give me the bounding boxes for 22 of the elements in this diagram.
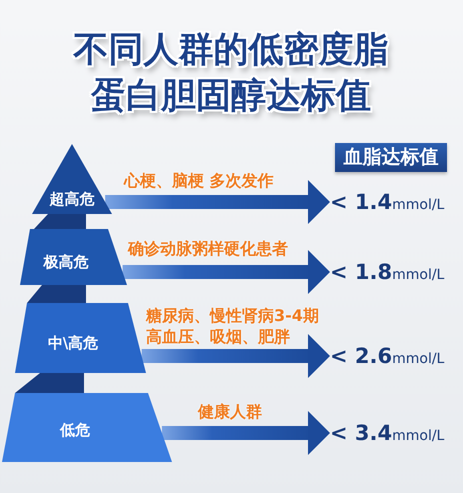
target-value: < 2.6mmol/L [330,342,444,370]
arrow [162,411,330,455]
arrow [105,180,330,224]
risk-level-label: 超高危 [50,190,94,208]
arrow [142,334,330,378]
edge-label: 糖尿病、慢性肾病3-4期高血压、吸烟、肥胖 [146,305,320,347]
target-value: < 1.4mmol/L [330,188,444,216]
risk-level-label: 中\高危 [48,334,98,352]
pyramid-tier [2,393,172,462]
target-value: < 3.4mmol/L [330,419,444,447]
pyramid-tier [15,303,146,373]
target-value: < 1.8mmol/L [330,258,444,286]
pyramid-tier [32,144,112,214]
edge-label: 健康人群 [198,401,262,422]
edge-label: 心梗、脑梗 多次发作 [124,170,274,191]
title: 不同人群的低密度脂蛋白胆固醇达标值 [72,29,390,118]
arrow [122,250,330,294]
column-header: 血脂达标值 [335,143,447,172]
risk-level-label: 低危 [60,421,90,439]
pyramid-tier [20,229,127,285]
edge-label: 确诊动脉粥样硬化患者 [128,238,288,259]
risk-level-label: 极高危 [44,253,88,271]
